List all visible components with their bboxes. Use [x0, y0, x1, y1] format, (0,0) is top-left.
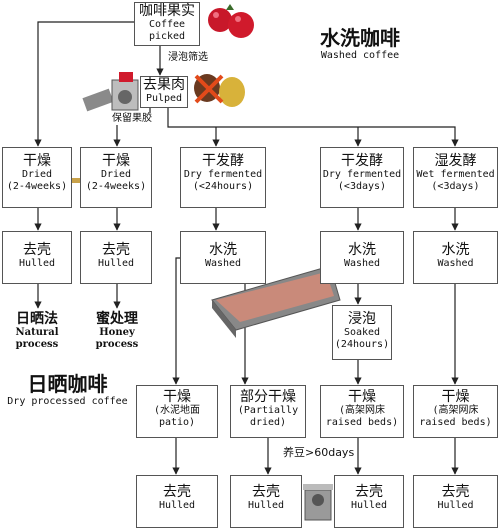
washed-coffee-title: 水洗咖啡 Washed coffee — [300, 26, 420, 62]
soak-screen-label: 浸泡筛选 — [168, 52, 208, 64]
dry-title-en: Dry processed coffee — [7, 396, 128, 407]
huller-machine-illustration — [303, 484, 333, 521]
keep-mucilage-label: 保留果胶 — [112, 113, 152, 125]
hulled-box-1: 去壳 Hulled — [2, 231, 72, 284]
dried-box-1: 干燥 Dried (2-4weeks) — [2, 147, 72, 208]
dried-raised-beds-box-1: 干燥 (高架网床 raised beds) — [320, 385, 404, 438]
removed-pulp-icon — [194, 74, 245, 107]
dry-fermented-3d-box: 干发酵 Dry fermented (<3days) — [320, 147, 404, 208]
hulled-bottom-box-4: 去壳 Hulled — [413, 475, 498, 528]
hulled-box-2: 去壳 Hulled — [80, 231, 152, 284]
dried-box-2: 干燥 Dried (2-4weeks) — [80, 147, 152, 208]
partially-dried-box: 部分干燥 (Partially dried) — [230, 385, 306, 438]
washed-box-3: 水洗 Washed — [413, 231, 498, 284]
dried-patio-box: 干燥 (水泥地面 patio) — [136, 385, 218, 438]
coffee-cherry-illustration — [208, 4, 254, 38]
coffee-picked-box: 咖啡果实 Coffee picked — [134, 2, 200, 46]
rest-days-label: 养豆>60days — [283, 446, 355, 459]
dried-raised-beds-box-2: 干燥 (高架网床 raised beds) — [413, 385, 498, 438]
dry-coffee-title: 日晒咖啡 Dry processed coffee — [0, 372, 135, 408]
connector-lines — [34, 21, 459, 475]
natural-process-label: 日晒法 Natural process — [15, 311, 59, 350]
title-en: Washed coffee — [320, 50, 400, 61]
washed-box-1: 水洗 Washed — [180, 231, 266, 284]
title-zh: 水洗咖啡 — [320, 26, 400, 50]
hulled-bottom-box-2: 去壳 Hulled — [230, 475, 302, 528]
wet-fermented-box: 湿发酵 Wet fermented (<3days) — [413, 147, 498, 208]
honey-process-label: 蜜处理 Honey process — [95, 311, 139, 350]
washing-channel-illustration — [211, 265, 341, 338]
washed-box-2: 水洗 Washed — [320, 231, 404, 284]
hulled-bottom-box-1: 去壳 Hulled — [136, 475, 218, 528]
dry-fermented-24h-box: 干发酵 Dry fermented (<24hours) — [180, 147, 266, 208]
soaked-box: 浸泡 Soaked (24hours) — [332, 305, 392, 360]
pulped-box: 去果肉 Pulped — [140, 76, 188, 108]
dry-title-zh: 日晒咖啡 — [27, 372, 108, 396]
pulping-machine-illustration — [82, 72, 139, 112]
hulled-bottom-box-3: 去壳 Hulled — [334, 475, 404, 528]
